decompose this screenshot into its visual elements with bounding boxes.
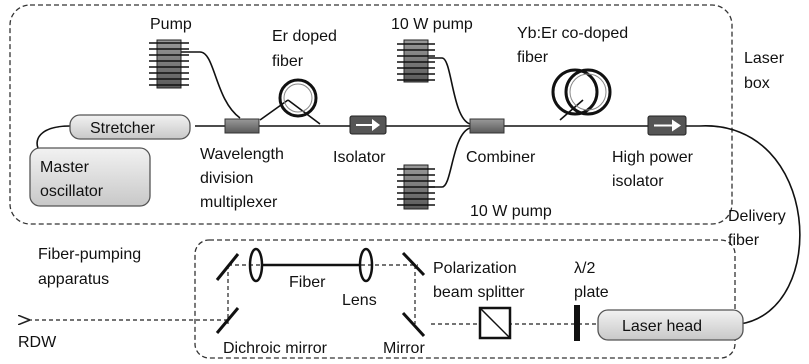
- laser-box-label-2: box: [744, 75, 770, 92]
- top-left-mirror: [215, 253, 240, 281]
- laser-box-label-1: Laser: [744, 50, 785, 67]
- fpa-label-2: apparatus: [38, 271, 109, 288]
- half-wave-plate-icon: [574, 305, 580, 341]
- mirror-icon: [401, 311, 426, 338]
- dichroic-mirror-icon: [215, 307, 240, 334]
- pump-fiber: [181, 51, 241, 119]
- pump10-bottom-fiber: [428, 127, 471, 188]
- wdm-label-1: Wavelength: [200, 146, 284, 163]
- stretcher-label: Stretcher: [90, 120, 156, 137]
- pump10-bottom-icon: [397, 164, 435, 210]
- wdm-component: [224, 118, 260, 134]
- delivery-fiber: [699, 125, 801, 325]
- fiber-label: Fiber: [289, 274, 326, 291]
- er-fiber-label-1: Er doped: [272, 28, 337, 45]
- er-fiber-leads: [259, 99, 321, 125]
- isolator-label: Isolator: [333, 149, 386, 166]
- pump-label: Pump: [150, 16, 192, 33]
- yb-fiber-label-2: fiber: [517, 49, 549, 66]
- polarization-beam-splitter-icon: [478, 306, 512, 340]
- pump10-bottom-label: 10 W pump: [470, 203, 552, 220]
- laser-box-outline: [9, 4, 733, 225]
- lens-label: Lens: [342, 292, 377, 309]
- delivery-fiber-label-2: fiber: [728, 232, 760, 249]
- half-wave-label-2: plate: [574, 284, 609, 301]
- er-fiber-spool-icon: [278, 78, 318, 118]
- fiber-pumping-apparatus-outline: [194, 239, 736, 359]
- dichroic-mirror-label: Dichroic mirror: [223, 340, 328, 357]
- fpa-label-1: Fiber-pumping: [38, 246, 141, 263]
- isolator-icon: [349, 115, 387, 135]
- pbs-label-2: beam splitter: [433, 284, 525, 301]
- combiner-component: [469, 118, 505, 134]
- yb-fiber-leads: [559, 99, 584, 121]
- top-right-mirror: [401, 251, 426, 277]
- combiner-label: Combiner: [466, 149, 536, 166]
- pump10-top-icon: [397, 39, 435, 83]
- wdm-label-3: multiplexer: [200, 194, 278, 211]
- high-power-isolator-icon: [647, 115, 687, 136]
- master-oscillator-box: [29, 147, 151, 207]
- pump10-top-fiber: [428, 57, 471, 125]
- laser-head-box: [597, 309, 744, 341]
- yb-fiber-label-1: Yb:Er co-doped: [517, 25, 628, 42]
- laser-head-label: Laser head: [622, 318, 702, 335]
- master-oscillator-label-1: Master: [40, 159, 90, 176]
- pump10-top-label: 10 W pump: [391, 16, 473, 33]
- er-fiber-label-2: fiber: [272, 53, 304, 70]
- rdw-label: RDW: [18, 334, 57, 351]
- stretcher-box: [69, 114, 191, 140]
- master-oscillator-label-2: oscillator: [40, 183, 104, 200]
- pbs-label-1: Polarization: [433, 260, 517, 277]
- high-power-isolator-label-1: High power: [612, 149, 694, 166]
- delivery-fiber-label-1: Delivery: [728, 208, 786, 225]
- half-wave-label-1: λ/2: [574, 260, 595, 277]
- yb-fiber-spool-icon: [551, 68, 612, 116]
- wdm-label-2: division: [200, 170, 253, 187]
- mirror-label: Mirror: [383, 340, 425, 357]
- pump-module-icon: [149, 39, 189, 89]
- high-power-isolator-label-2: isolator: [612, 173, 664, 190]
